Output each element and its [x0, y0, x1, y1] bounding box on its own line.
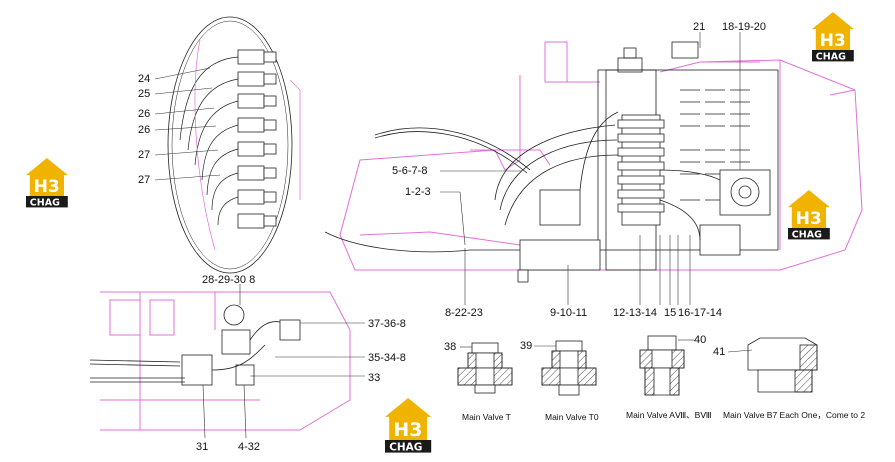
- callout-18-19-20: 18-19-20: [722, 21, 766, 33]
- logo-mark: H3: [796, 209, 822, 229]
- control-valve-stack: [617, 114, 665, 226]
- fitting-captions: Main Valve T Main Valve T0 Main Valve AⅧ…: [462, 410, 865, 422]
- callout-25: 25: [138, 88, 150, 100]
- callout-27a: 27: [138, 149, 150, 161]
- logo-middle-right: H3 CHAG: [788, 190, 830, 241]
- callout-38: 38: [444, 341, 456, 353]
- callout-27b: 27: [138, 174, 150, 186]
- callout-41: 41: [713, 346, 725, 358]
- logo-sub: CHAG: [30, 198, 60, 209]
- callout-12-13-14: 12-13-14: [613, 307, 657, 319]
- callout-31: 31: [196, 441, 208, 453]
- callout-labels: 24 25 26 26 27 27 21 18-19-20 5-6-7-8 1-…: [138, 21, 766, 453]
- callout-39: 39: [520, 340, 532, 352]
- callout-16-17-14: 16-17-14: [678, 307, 722, 319]
- main-hoses: [324, 111, 721, 253]
- callout-5-6-7-8: 5-6-7-8: [392, 165, 427, 177]
- caption-main-valve-t: Main Valve T: [462, 412, 511, 422]
- callout-21: 21: [693, 21, 705, 33]
- logo-mark: H3: [393, 419, 422, 441]
- callout-37-36-8: 37-36-8: [368, 318, 406, 330]
- lower-left-assembly: [89, 291, 351, 431]
- hose-bundle-oval: [167, 16, 301, 274]
- callout-9-10-11: 9-10-11: [550, 307, 587, 319]
- callout-24: 24: [138, 73, 150, 85]
- logo-sub: CHAG: [816, 52, 846, 63]
- fitting-39: [541, 340, 597, 396]
- lower-block: [517, 189, 601, 283]
- pump-assembly: [699, 169, 771, 256]
- logo-left: H3 CHAG: [26, 158, 68, 209]
- callout-28-29-30-8: 28-29-30 8: [202, 274, 255, 286]
- caption-main-valve-t0: Main Valve T0: [545, 412, 599, 422]
- logo-mark: H3: [34, 177, 60, 197]
- fitting-41: [747, 337, 818, 393]
- callout-15: 15: [664, 307, 676, 319]
- logo-sub: CHAG: [792, 230, 822, 241]
- callout-35-34-8: 35-34-8: [368, 352, 406, 364]
- callout-1-2-3: 1-2-3: [405, 186, 431, 198]
- callout-8-22-23: 8-22-23: [445, 307, 483, 319]
- caption-main-valve-b7: Main Valve B7 Each One，Come to 2: [723, 410, 865, 420]
- machine-outline: [339, 41, 863, 271]
- fitting-38: [457, 342, 513, 394]
- logo-top-right: H3 CHAG: [812, 12, 854, 63]
- callout-4-32: 4-32: [238, 441, 260, 453]
- callout-33: 33: [368, 372, 380, 384]
- callout-26b: 26: [138, 124, 150, 136]
- logo-mark: H3: [820, 31, 846, 51]
- leader-lines: [154, 32, 753, 439]
- logo-bottom: H3 CHAG: [385, 398, 432, 454]
- caption-main-valve-a8-b8: Main Valve AⅧ、BⅧ: [626, 410, 712, 420]
- logo-sub: CHAG: [389, 442, 422, 454]
- fitting-40: [639, 335, 685, 396]
- callout-40: 40: [694, 334, 706, 346]
- callout-26a: 26: [138, 108, 150, 120]
